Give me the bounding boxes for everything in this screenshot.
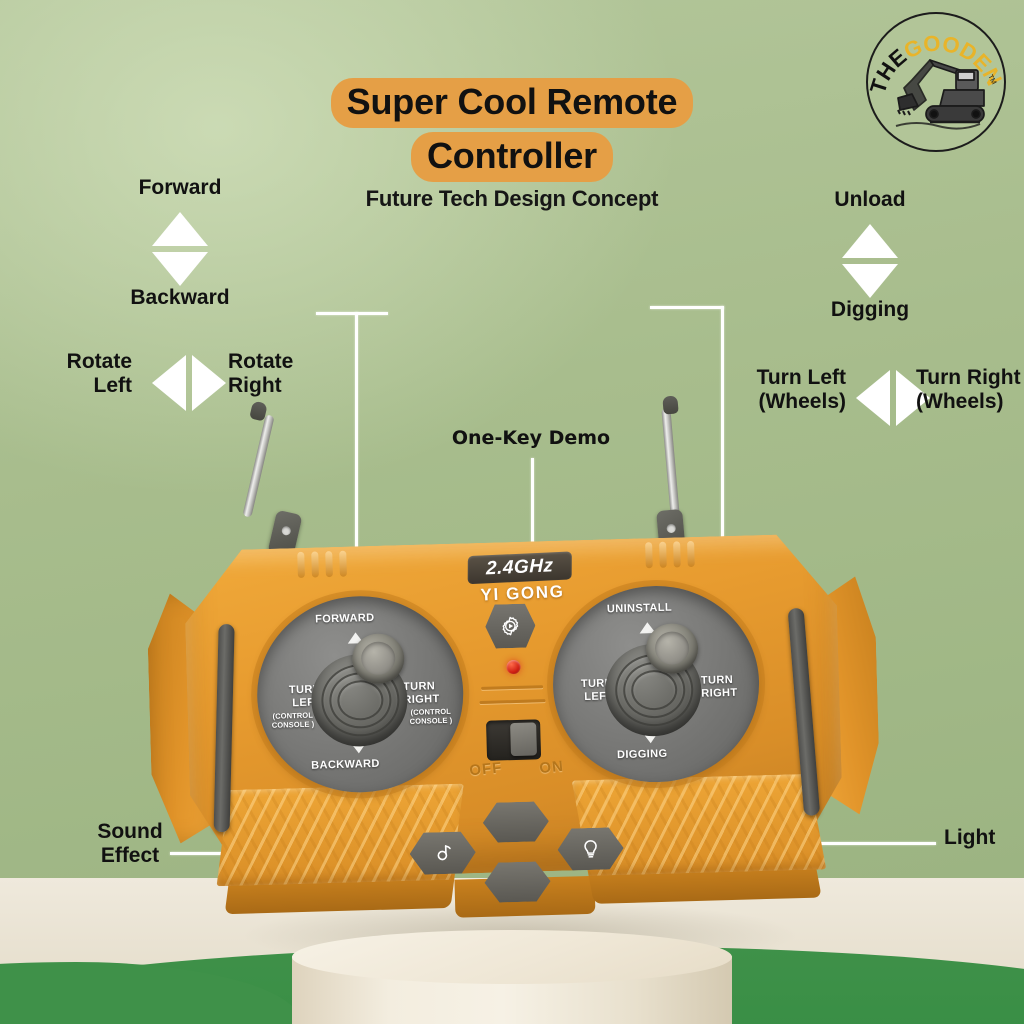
leader-one-key-demo (531, 458, 534, 620)
vent-ridge (673, 541, 681, 568)
left-joystick-label-down: BACKWARD (311, 757, 380, 772)
vent-ridge (687, 540, 695, 568)
label-forward: Forward (138, 176, 222, 199)
page-subtitle: Future Tech Design Concept (365, 186, 659, 211)
label-unload: Unload (834, 188, 906, 211)
gear-play-icon (499, 615, 522, 638)
label-rotate-left: Rotate Left (66, 350, 132, 397)
frequency-badge: 2.4GHz (467, 551, 572, 585)
product-podium (292, 930, 732, 1024)
right-joystick-knob-inner (654, 631, 690, 666)
leader-unload-v (721, 306, 724, 620)
up-down-arrows-icon-right (842, 224, 898, 298)
sound-note-icon (431, 842, 454, 865)
arrow-up-icon (152, 212, 208, 246)
page-title: Super Cool Remote Controller (0, 78, 1024, 182)
title-line-2: Controller (410, 132, 613, 182)
vent-ridge (659, 541, 667, 568)
left-joystick-label-up: FORWARD (314, 611, 375, 626)
vent-ridge (645, 542, 653, 569)
up-down-arrows-icon-left (152, 212, 208, 286)
frequency-badge-label: 2.4GHz (485, 555, 554, 580)
power-switch-off-label: OFF (468, 759, 504, 780)
left-right-arrows-icon-right (856, 370, 930, 426)
arrow-right-icon (896, 370, 930, 426)
title-line-1: Super Cool Remote (330, 78, 694, 128)
right-joystick-label-down: DIGGING (616, 747, 668, 762)
light-bulb-icon (579, 838, 602, 861)
label-digging: Digging (830, 298, 910, 321)
right-joystick-stick[interactable] (595, 622, 710, 740)
label-one-key-demo: One-Key Demo (451, 427, 611, 449)
power-switch-on-label: ON (538, 757, 565, 778)
label-light: Light (944, 826, 996, 849)
remote-controller-product: 2.4GHz YI GONG FORWARD TURN LEFT (CONTRO… (150, 395, 880, 940)
left-joystick-stick[interactable] (302, 633, 417, 750)
right-joystick-label-up: UNINSTALL (606, 601, 673, 616)
label-sound-effect: Sound Effect (97, 820, 163, 867)
left-right-arrows-icon-left (152, 355, 226, 411)
brand-logo: THEGOODEN TM (866, 12, 1006, 152)
vent-ridge (311, 551, 319, 578)
arrow-right-icon (192, 355, 226, 411)
label-turn-right-wheels: Turn Right (Wheels) (916, 366, 1021, 413)
remote-body: 2.4GHz YI GONG FORWARD TURN LEFT (CONTRO… (145, 510, 886, 930)
power-switch-knob[interactable] (510, 722, 537, 757)
svg-text:TM: TM (986, 74, 997, 86)
leader-forward-v (355, 312, 358, 622)
vent-ridge (325, 551, 333, 578)
one-key-demo-button[interactable] (485, 603, 536, 648)
arrow-down-icon (152, 252, 208, 286)
excavator-icon (895, 59, 985, 130)
label-rotate-right: Rotate Right (228, 350, 294, 397)
sound-effect-button[interactable] (409, 831, 476, 875)
antenna-right-cap (662, 395, 679, 415)
podium-top-ellipse (292, 930, 732, 984)
left-joystick-knob-inner (360, 641, 396, 676)
power-switch[interactable] (486, 719, 542, 761)
vent-ridge (297, 551, 305, 579)
arrow-up-icon (842, 224, 898, 258)
arrow-down-icon (842, 264, 898, 298)
label-turn-left-wheels: Turn Left (Wheels) (756, 366, 846, 413)
arrow-left-icon (856, 370, 890, 426)
leader-forward-h (316, 312, 388, 315)
leader-unload-h (650, 306, 724, 309)
vent-ridge (339, 550, 347, 577)
light-button[interactable] (557, 827, 624, 871)
label-backward: Backward (130, 286, 230, 309)
arrow-left-icon (152, 355, 186, 411)
